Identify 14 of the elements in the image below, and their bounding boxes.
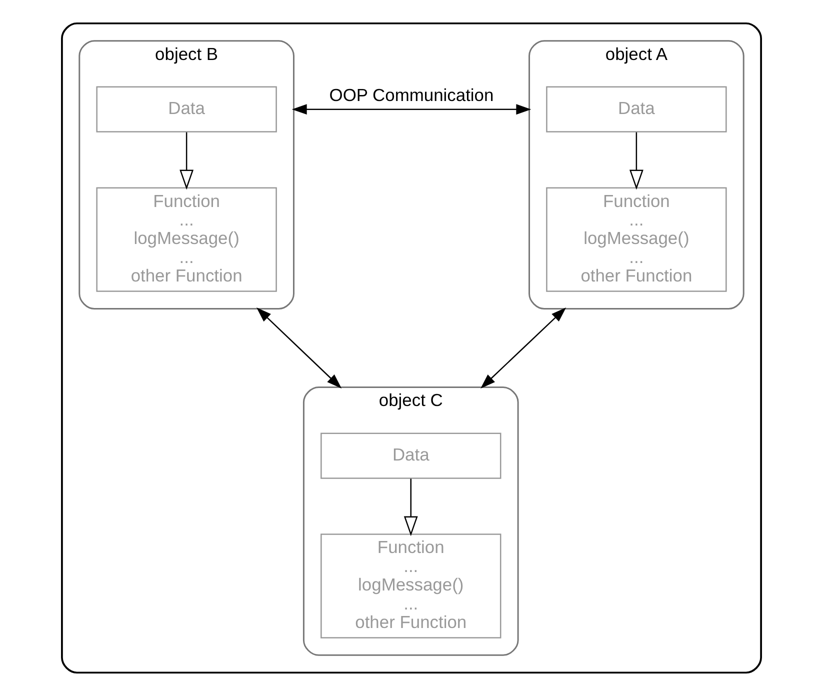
arrow [292,104,532,115]
node-box: Data [320,432,502,479]
node-box: Data [96,86,277,132]
node-box: Function ... logMessage() ... other Function [320,534,502,638]
arrow [629,132,644,190]
cluster [61,22,762,674]
node-box: Function ... logMessage() ... other Function [546,187,727,292]
arrow [404,478,418,536]
arrow [180,132,194,190]
edge-label: OOP Communication [329,84,494,105]
arrow [256,307,342,389]
node-box: Function ... logMessage() ... other Function [96,187,277,292]
arrow [480,307,566,389]
node-box: Data [546,86,727,132]
